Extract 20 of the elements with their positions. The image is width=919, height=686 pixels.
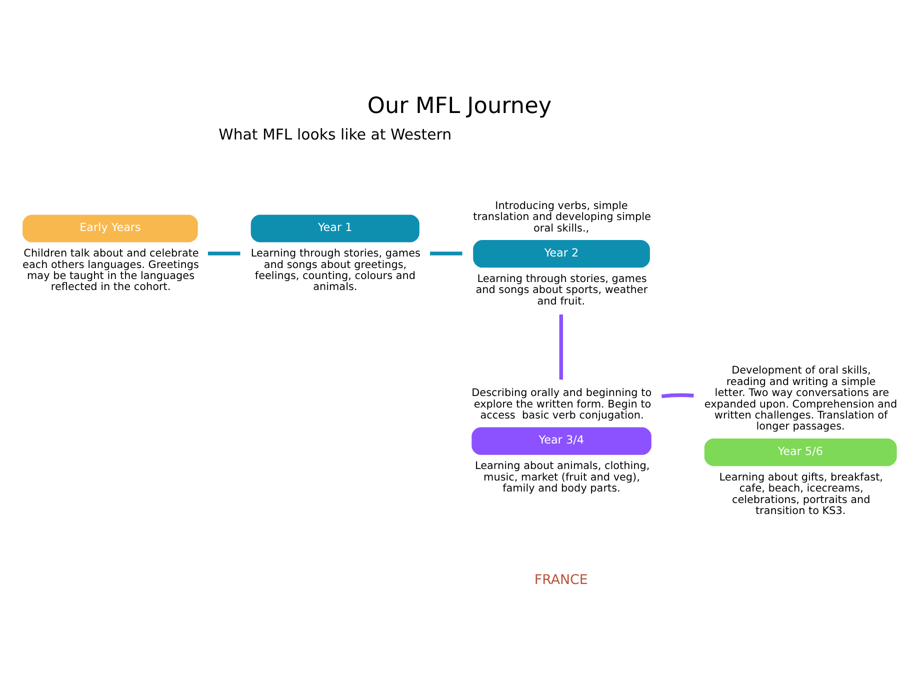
node-label: Learning through stories, games and songs about sports, weather and fruit. [476, 272, 648, 308]
node-label: Learning through stories, games and songs about greetings, feelings, counting, colours and animals. [250, 248, 420, 294]
node-label: Describing orally and beginning to explore the written form. Begin to access basic verb conjugation. [472, 387, 652, 422]
node-label: Learning about animals, clothing, music, market (fruit and veg), family and body parts. [474, 460, 650, 495]
node-box: Year 2 [473, 240, 650, 268]
node-label: Introducing verbs, simple translation and developing simple oral skills., [473, 200, 651, 234]
node-label: Development of oral skills, reading and writing a simple letter. Two way conversations are expanded upon. Comprehension and written challenges. Translation of longer passages. [704, 364, 898, 433]
node-box: Early Years [22, 214, 198, 242]
connector [208, 252, 240, 256]
connector [430, 252, 462, 256]
node-box: Year 1 [250, 214, 420, 242]
node-box: Year 5/6 [704, 438, 897, 466]
connector [661, 393, 694, 398]
node-box: Year 3/4 [472, 427, 652, 455]
label: What MFL looks like at Western [218, 126, 452, 144]
diagram-title: Our MFL Journey [367, 92, 552, 119]
node-label: Learning about gifts, breakfast, cafe, beach, icecreams, celebrations, portraits and transition to KS3. [719, 471, 883, 517]
label: FRANCE [534, 572, 588, 588]
node-label: Children talk about and celebrate each others languages. Greetings may be taught in the languages reflected in the cohort. [22, 248, 199, 294]
connector [559, 314, 563, 380]
